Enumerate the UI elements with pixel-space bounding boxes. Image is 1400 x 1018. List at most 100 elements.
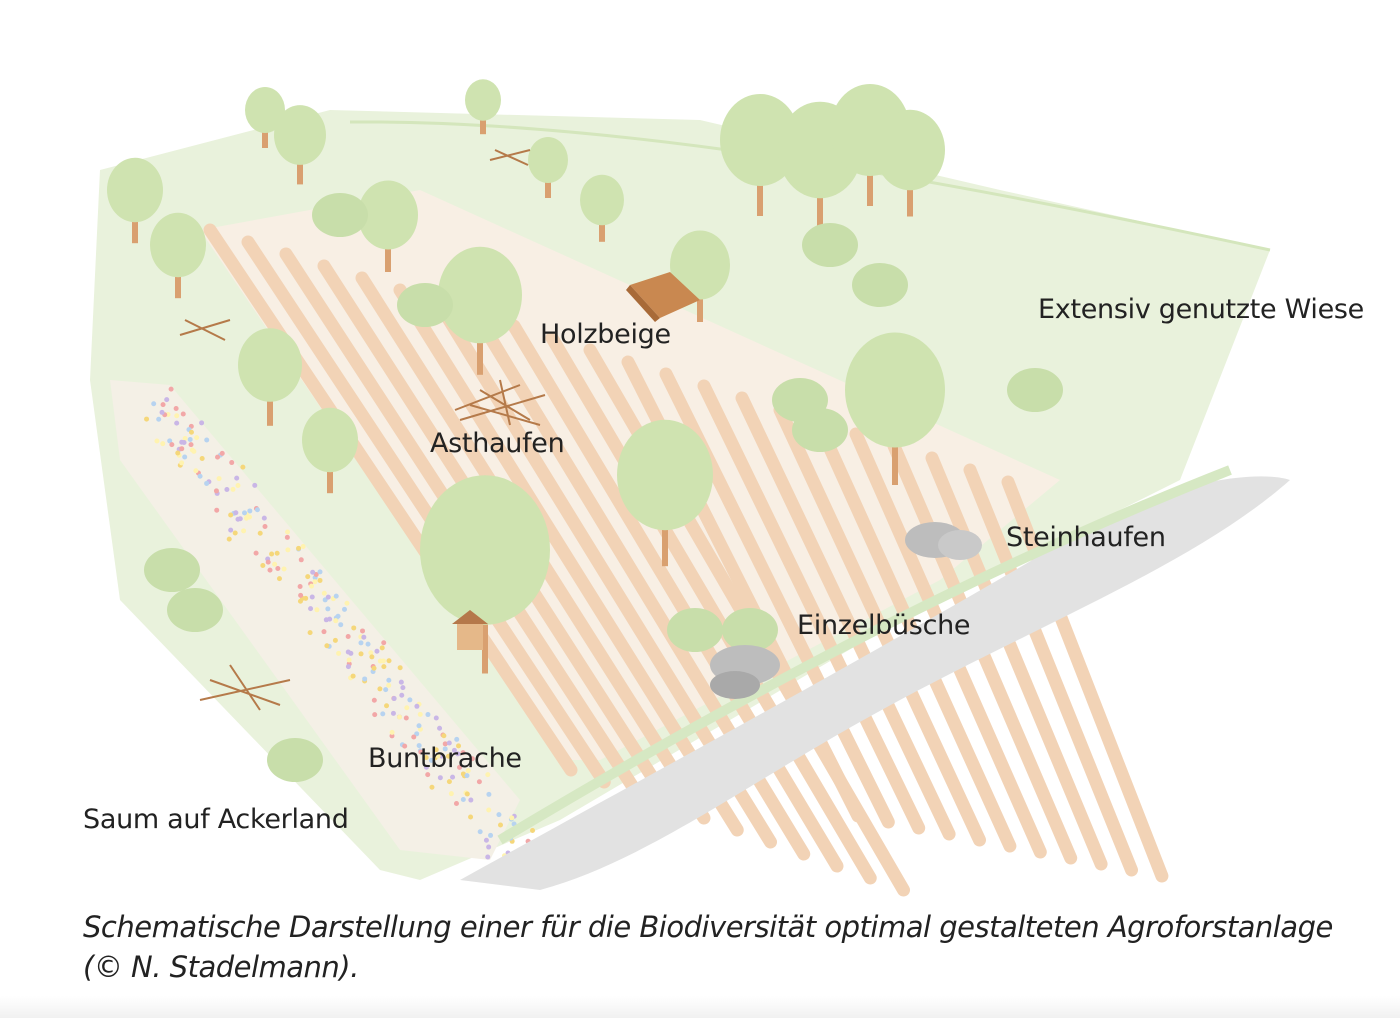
wildflower — [275, 566, 280, 571]
wildflower — [398, 665, 403, 670]
wildflower — [399, 680, 404, 685]
wildflower — [400, 685, 405, 690]
wildflower — [151, 401, 156, 406]
wildflower — [333, 618, 338, 623]
wildflower — [347, 658, 352, 663]
wildflower — [369, 654, 374, 659]
wildflower — [258, 531, 263, 536]
tree-crown — [107, 158, 163, 222]
tree-crown — [238, 328, 302, 402]
wildflower — [381, 640, 386, 645]
wildflower — [380, 711, 385, 716]
wildflower — [384, 703, 389, 708]
wildflower — [156, 417, 161, 422]
wildflower — [447, 779, 452, 784]
wildflower — [392, 696, 397, 701]
bush — [667, 608, 723, 652]
wildflower — [351, 625, 356, 630]
tree-crown — [580, 175, 624, 226]
wildflower — [429, 785, 434, 790]
tree-crown — [465, 79, 501, 120]
wildflower — [468, 814, 473, 819]
tree-crown — [438, 247, 522, 344]
bush — [167, 588, 223, 632]
bush — [267, 738, 323, 782]
wildflower — [434, 716, 439, 721]
wildflower — [254, 551, 259, 556]
wildflower — [441, 733, 446, 738]
wildflower — [322, 591, 327, 596]
wildflower — [215, 455, 220, 460]
wildflower — [390, 730, 395, 735]
caption-line-2: (© N. Stadelmann). — [83, 950, 359, 984]
wildflower — [233, 510, 238, 515]
wildflower — [309, 584, 314, 589]
wildflower — [154, 438, 159, 443]
wildflower — [310, 570, 315, 575]
wildflower — [234, 476, 239, 481]
wildflower — [333, 638, 338, 643]
wildflower — [449, 791, 454, 796]
bush — [792, 408, 848, 452]
bush — [312, 193, 368, 237]
wildflower — [344, 601, 349, 606]
wildflower — [308, 630, 313, 635]
wildflower — [418, 712, 423, 717]
wildflower — [298, 593, 303, 598]
wildflower — [305, 574, 310, 579]
wildflower — [454, 801, 459, 806]
tree-crown — [150, 213, 206, 277]
wildflower — [228, 528, 233, 533]
label-branch-pile: Asthaufen — [430, 428, 564, 459]
wildflower — [360, 628, 365, 633]
wildflower — [189, 442, 194, 447]
label-flower-strip: Buntbrache — [368, 743, 522, 774]
bush — [852, 263, 908, 307]
wildflower — [240, 465, 245, 470]
wildflower — [488, 833, 493, 838]
wildflower — [198, 474, 203, 479]
wildflower — [342, 607, 347, 612]
wildflower — [477, 779, 482, 784]
wildflower — [318, 569, 323, 574]
wildflower — [399, 693, 404, 698]
wildflower — [407, 697, 412, 702]
wildflower — [220, 451, 225, 456]
wildflower — [272, 562, 277, 567]
label-stone-pile: Steinhaufen — [1006, 522, 1166, 553]
wildflower — [285, 535, 290, 540]
wildflower — [204, 438, 209, 443]
wildflower — [414, 704, 419, 709]
bush — [802, 223, 858, 267]
tree-crown — [302, 408, 358, 472]
wildflower — [217, 476, 222, 481]
wildflower — [404, 705, 409, 710]
label-woodpile: Holzbeige — [540, 319, 671, 350]
wildflower — [358, 640, 363, 645]
wildflower — [438, 775, 443, 780]
wildflower — [175, 451, 180, 456]
wildflower — [397, 715, 402, 720]
wildflower — [224, 487, 229, 492]
wildflower — [160, 441, 165, 446]
wildflower — [359, 651, 364, 656]
wildflower — [391, 711, 396, 716]
wildflower — [277, 576, 282, 581]
tree-crown — [617, 420, 713, 530]
wildflower — [314, 607, 319, 612]
wildflower — [361, 635, 366, 640]
wildflower — [454, 737, 459, 742]
bottom-fade — [0, 996, 1400, 1018]
wildflower — [325, 606, 330, 611]
wildflower — [386, 678, 391, 683]
wildflower — [262, 516, 267, 521]
wildflower — [327, 617, 332, 622]
wildflower — [299, 557, 304, 562]
wildflower — [336, 651, 341, 656]
wildflower — [182, 454, 187, 459]
wildflower — [296, 546, 301, 551]
wildflower — [303, 596, 308, 601]
wildflower — [485, 855, 490, 860]
wildflower — [411, 734, 416, 739]
